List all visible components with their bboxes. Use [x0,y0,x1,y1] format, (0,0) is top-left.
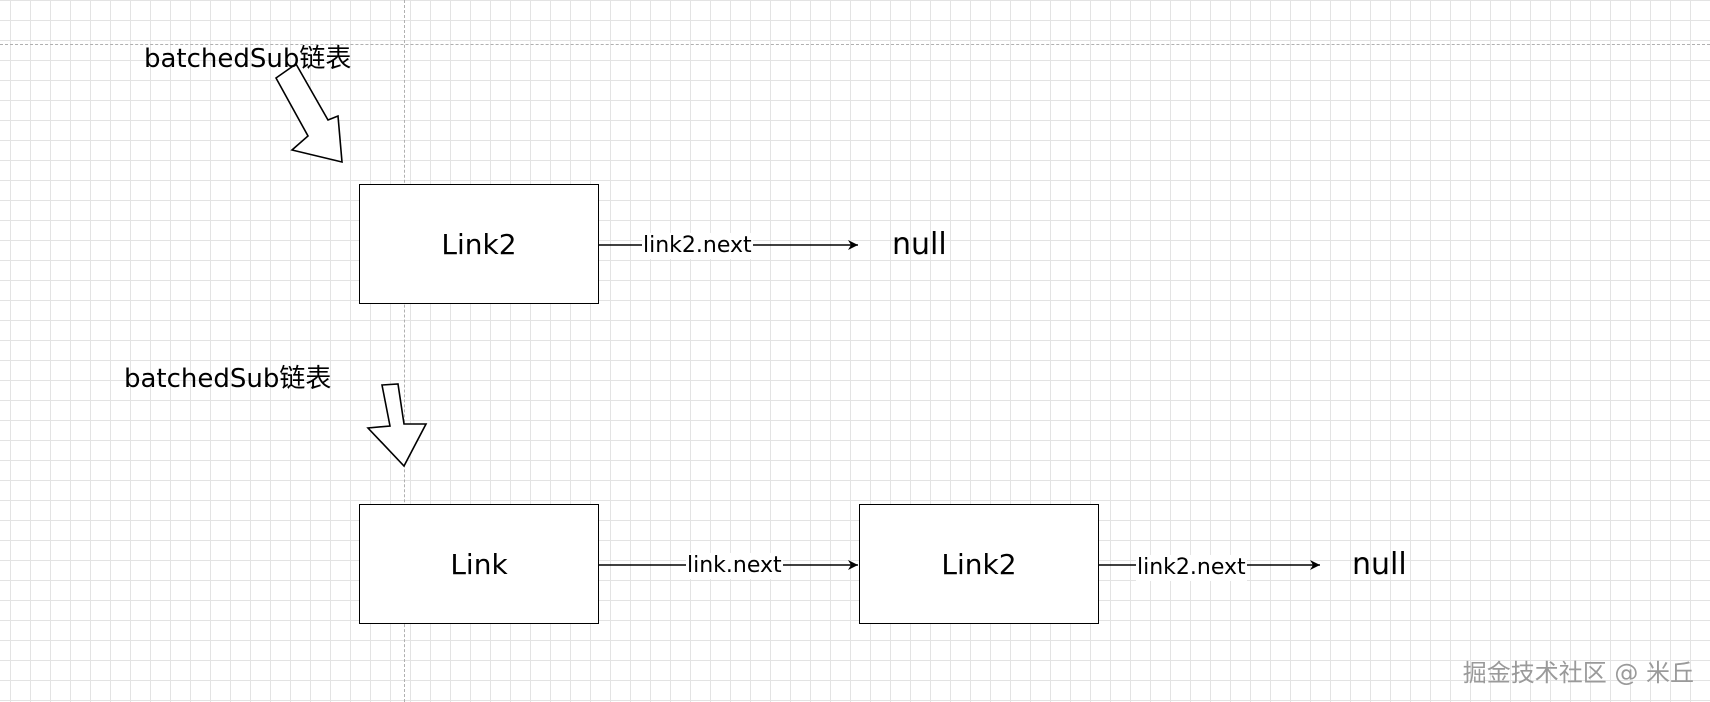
top-node-link2: Link2 [359,184,599,304]
top-list-heading: batchedSub链表 [144,44,352,74]
top-pointer-arrow [274,62,343,164]
bottom-node-link2: Link2 [859,504,1099,624]
top-edge-label: link2.next [642,233,753,259]
top-node-link2-label: Link2 [441,227,517,261]
horizontal-guide-line [0,44,1710,45]
bottom-edge1-label: link.next [686,553,783,579]
bottom-node-link-label: Link [450,547,508,581]
bottom-terminal-null: null [1352,547,1407,582]
top-terminal-null: null [892,227,947,262]
bottom-node-link: Link [359,504,599,624]
bottom-edge2-label: link2.next [1136,555,1247,581]
watermark-text: 掘金技术社区 @ 米丘 [1462,659,1694,687]
vertical-guide-line [404,0,405,702]
bottom-list-heading: batchedSub链表 [124,364,332,394]
bottom-pointer-arrow [366,383,428,468]
bottom-node-link2-label: Link2 [941,547,1017,581]
